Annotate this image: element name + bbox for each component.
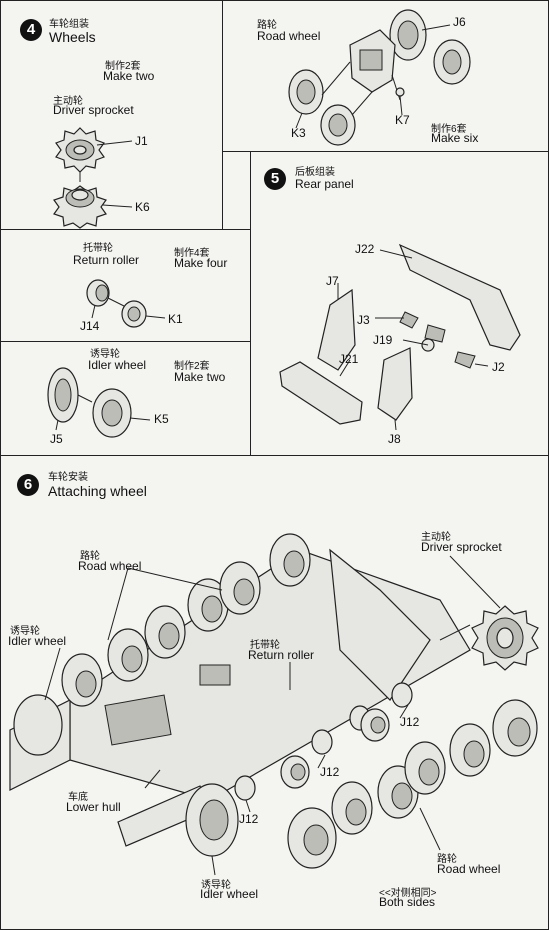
step4-qty-en: Make two <box>103 69 155 83</box>
road-wheel-top-label-cn: 路轮 <box>80 551 100 562</box>
hull-assembly-drawing <box>9 548 471 847</box>
return-roller-drawing <box>86 279 166 328</box>
part-label-k3: K3 <box>291 126 306 140</box>
return-roller-step6-label-cn: 托带轮 <box>250 640 280 651</box>
part-label-j21: J21 <box>339 352 359 366</box>
part-label-j2: J2 <box>492 360 505 374</box>
road-wheel-bottom-label-cn: 路轮 <box>437 854 457 865</box>
return-roller-qty-en: Make four <box>174 256 228 270</box>
part-label-k1: K1 <box>168 312 183 326</box>
driver-sprocket-step6-drawing <box>439 605 539 671</box>
return-roller-step6-label-en: Return roller <box>248 648 315 662</box>
step5-title-en: Rear panel <box>295 177 354 191</box>
idler-wheel-left-label-cn: 诱导轮 <box>10 626 40 637</box>
part-label-j1: J1 <box>135 134 148 148</box>
part-label-j5: J5 <box>50 432 63 446</box>
road-wheel-label-cn: 路轮 <box>257 20 277 31</box>
step6-title-en: Attaching wheel <box>48 483 147 499</box>
part-label-k5: K5 <box>154 412 169 426</box>
idler-wheel-label-en: Idler wheel <box>88 358 147 372</box>
part-label-j14: J14 <box>80 319 100 333</box>
idler-wheel-left-label-en: Idler wheel <box>8 634 67 648</box>
idler-wheel-qty-en: Make two <box>174 370 226 384</box>
road-wheel-top-label-en: Road wheel <box>78 559 142 573</box>
step6-leader-lines <box>44 555 501 876</box>
road-wheels-bottom-row <box>185 699 538 869</box>
part-label-j19: J19 <box>373 333 393 347</box>
part-label-j22: J22 <box>355 242 375 256</box>
driver-sprocket-step6-label-en: Driver sprocket <box>421 540 502 554</box>
road-wheel-qty-en: Make six <box>431 131 479 145</box>
idler-wheel-bottom-label-cn: 诱导轮 <box>201 880 231 891</box>
step-number-badge: 6 <box>17 474 39 496</box>
idler-wheel-bottom-label-en: Idler wheel <box>200 887 259 901</box>
rear-panel-drawing <box>279 243 521 431</box>
part-label-k7: K7 <box>395 113 410 127</box>
lower-hull-label-en: Lower hull <box>66 800 121 814</box>
idler-wheel-qty-cn: 制作2套 <box>174 361 210 372</box>
both-sides-label-en: Both sides <box>379 895 436 909</box>
part-label-j3: J3 <box>357 313 370 327</box>
both-sides-label-cn: <<对侧相同> <box>379 888 437 899</box>
road-wheel-assembly-drawing <box>288 9 471 146</box>
part-label-j7: J7 <box>326 274 339 288</box>
part-label-j6: J6 <box>453 15 466 29</box>
part-label-j12-left: J12 <box>239 812 259 826</box>
step4-title-en: Wheels <box>49 29 96 45</box>
driver-sprocket-label-en: Driver sprocket <box>53 103 134 117</box>
driver-sprocket-label-cn: 主动轮 <box>53 96 83 107</box>
driver-sprocket-j1-drawing <box>55 127 133 173</box>
return-roller-label-cn: 托带轮 <box>83 243 113 254</box>
step6-title-cn: 车轮安装 <box>48 472 88 483</box>
part-label-j12-middle: J12 <box>320 765 340 779</box>
step4-title-cn: 车轮组装 <box>49 19 89 30</box>
driver-sprocket-k6-drawing <box>53 172 133 229</box>
return-rollers-step6-drawing <box>234 682 413 813</box>
step5-title-cn: 后板组装 <box>295 167 335 178</box>
driver-sprocket-step6-label-cn: 主动轮 <box>421 532 451 543</box>
road-wheels-top-row <box>13 533 311 756</box>
return-roller-label-en: Return roller <box>73 253 140 267</box>
step-number-badge: 4 <box>20 19 42 41</box>
step-number-badge: 5 <box>264 168 286 190</box>
return-roller-qty-cn: 制作4套 <box>174 248 210 259</box>
road-wheel-bottom-label-en: Road wheel <box>437 862 501 876</box>
idler-wheel-label-cn: 诱导轮 <box>90 349 120 360</box>
road-wheel-label-en: Road wheel <box>257 29 321 43</box>
road-wheel-qty-cn: 制作6套 <box>431 124 467 135</box>
part-label-j12-right: J12 <box>400 715 420 729</box>
step4-qty-cn: 制作2套 <box>105 61 141 72</box>
lower-hull-label-cn: 车底 <box>68 792 88 803</box>
part-label-k6: K6 <box>135 200 150 214</box>
part-label-j8: J8 <box>388 432 401 446</box>
idler-wheel-drawing <box>47 367 151 438</box>
